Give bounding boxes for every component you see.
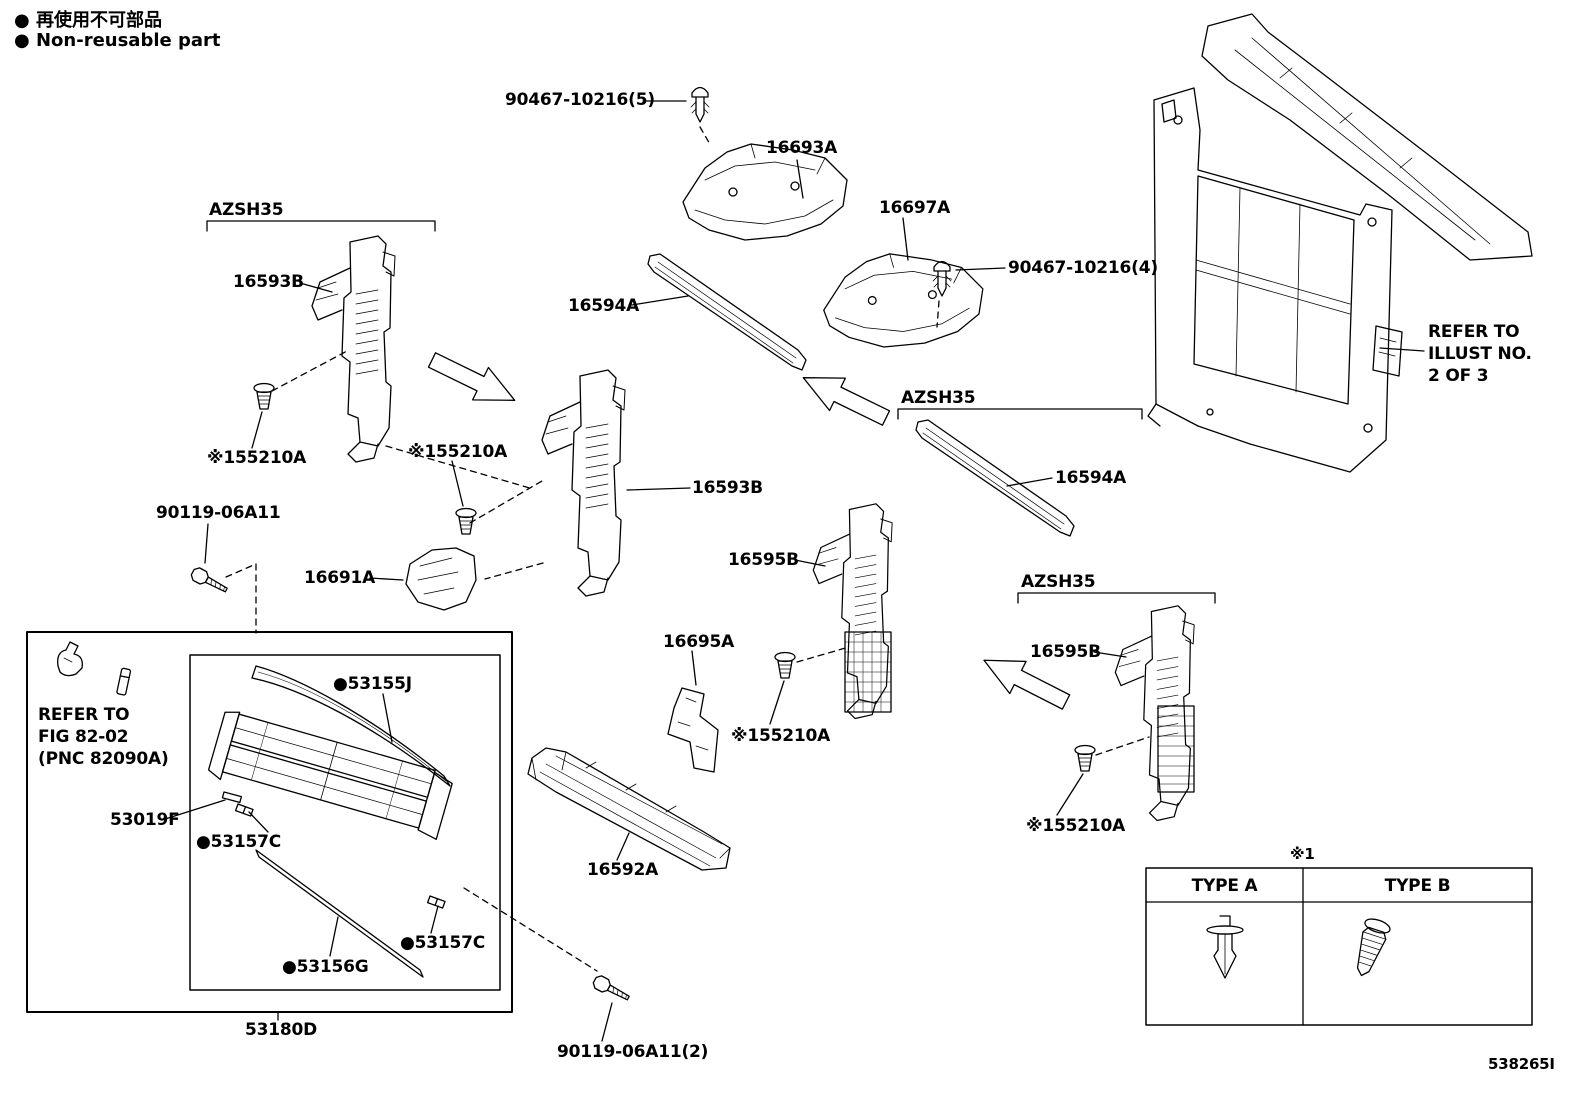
leader-lines [161, 100, 1425, 1042]
label-16594a-2: 16594A [1055, 468, 1127, 488]
label-55210a-3: ※155210A [731, 726, 831, 746]
label-azsh35-1: AZSH35 [209, 200, 284, 220]
label-55210a-2: ※155210A [408, 442, 508, 462]
label-16697a: 16697A [879, 198, 951, 218]
push-clip-90467-5 [690, 86, 710, 123]
label-16593b-2: 16593B [692, 478, 763, 498]
part-53155j-strip [251, 665, 451, 787]
label-53180d: 53180D [245, 1020, 318, 1040]
grommet-55210a-1 [253, 382, 275, 410]
arrow-left-up-icon [794, 360, 895, 435]
part-16695a [667, 687, 719, 773]
dashed-lines [225, 126, 1150, 972]
label-55210a-1: ※155210A [207, 448, 307, 468]
part-16593b-left [311, 235, 396, 463]
part-16691a [405, 547, 477, 611]
label-refer-fig-2: FIG 82-02 [38, 727, 129, 747]
part-16593b-center [541, 369, 626, 597]
push-clip-90467-4 [932, 260, 952, 297]
part-16595b-center [812, 503, 893, 720]
label-53157c-2: ●53157C [400, 933, 486, 953]
label-16691a: 16691A [304, 568, 376, 588]
refer-fig-small-parts [57, 641, 132, 696]
part-53156g-rod [255, 849, 424, 978]
part-radiator-support [1147, 13, 1533, 473]
label-16594a-1: 16594A [568, 296, 640, 316]
label-azsh35-3: AZSH35 [1021, 572, 1096, 592]
table-header-type-b: TYPE B [1384, 876, 1451, 896]
label-16592a: 16592A [587, 860, 659, 880]
part-53019f-clip [221, 791, 243, 804]
clip-type-table [1145, 867, 1533, 1026]
part-53157c-clip-1 [234, 803, 254, 817]
label-refer-illust-2: ILLUST NO. [1428, 344, 1532, 364]
label-16595b-1: 16595B [728, 550, 799, 570]
label-16595b-2: 16595B [1030, 642, 1101, 662]
arrow-right-down-icon [423, 343, 524, 418]
figure-code: 538265I [1488, 1055, 1555, 1073]
label-90119-06a11-2: 90119-06A11(2) [557, 1042, 709, 1062]
label-azsh35-2: AZSH35 [901, 388, 976, 408]
label-53156g: ●53156G [282, 957, 369, 977]
label-refer-fig-3: (PNC 82090A) [38, 749, 169, 769]
label-90467-10216-4: 90467-10216(4) [1008, 258, 1158, 278]
label-refer-illust-3: 2 OF 3 [1428, 366, 1489, 386]
label-refer-fig-1: REFER TO [38, 705, 130, 725]
label-53157c-1: ●53157C [196, 832, 282, 852]
part-53157c-clip-2 [426, 895, 446, 909]
type-b-clip-icon [1356, 918, 1391, 977]
bolt-90119-1 [188, 565, 231, 597]
part-16595b-right-hatch [1157, 705, 1195, 793]
part-16592a [527, 747, 731, 871]
label-note-1: ※1 [1290, 845, 1315, 863]
direction-arrows [423, 343, 1075, 719]
bolt-90119-2 [590, 973, 633, 1005]
label-16695a: 16695A [663, 632, 735, 652]
legend-en: ● Non-reusable part [14, 30, 221, 51]
label-16693a: 16693A [766, 138, 838, 158]
label-90119-06a11: 90119-06A11 [156, 503, 281, 523]
label-53155j: ●53155J [333, 674, 412, 694]
grommet-55210a-3 [774, 651, 796, 679]
part-53180d-shutter [207, 711, 453, 840]
part-16594a-upper [647, 253, 807, 371]
grommet-55210a-4 [1074, 744, 1096, 772]
label-55210a-4: ※155210A [1026, 816, 1126, 836]
label-90467-10216-5: 90467-10216(5) [505, 90, 655, 110]
legend-jp: ● 再使用不可部品 [14, 10, 162, 31]
table-header-type-a: TYPE A [1191, 876, 1258, 896]
type-a-clip-icon [1206, 915, 1244, 979]
part-16595b-core-hatch [844, 631, 892, 713]
part-16697a [823, 253, 984, 348]
part-16595b-right [1114, 605, 1195, 822]
label-16593b-1: 16593B [233, 272, 304, 292]
shutter-detail-box [26, 631, 513, 1013]
azsh35-span-brackets [206, 220, 1216, 604]
label-refer-illust-1: REFER TO [1428, 322, 1520, 342]
label-53019f: 53019F [110, 810, 180, 830]
